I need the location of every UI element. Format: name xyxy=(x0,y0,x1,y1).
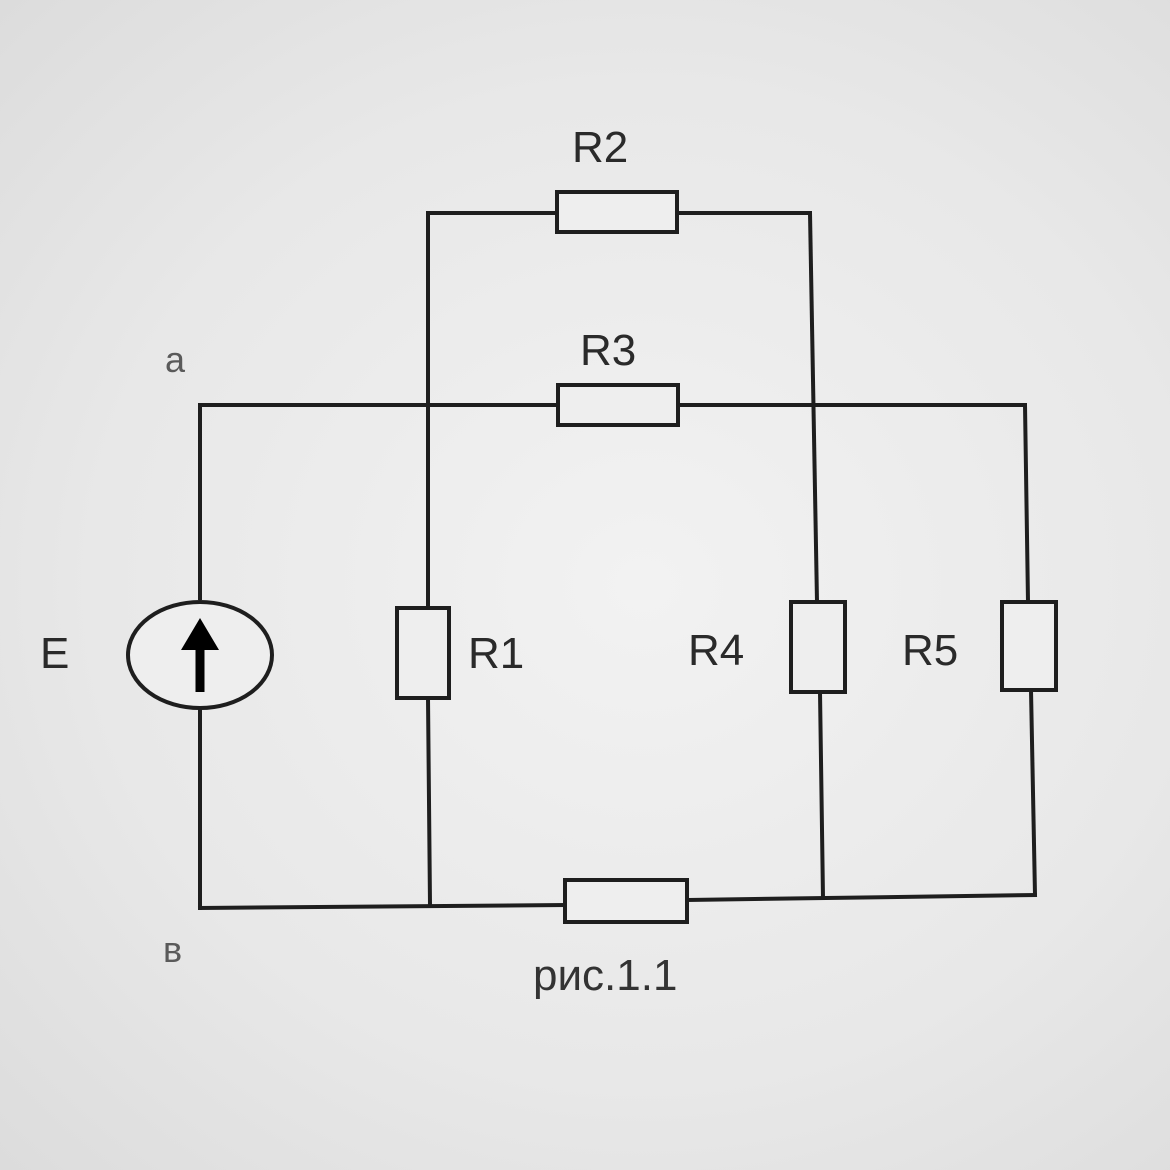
wire-r4-top xyxy=(807,210,820,605)
wire-bottom-rail-right xyxy=(685,892,1038,903)
wire-r4-bottom xyxy=(817,689,826,901)
wire-r5-top xyxy=(1022,402,1031,605)
resistor-r5 xyxy=(1000,600,1058,692)
label-r4: R4 xyxy=(688,626,744,675)
resistor-r3 xyxy=(556,383,680,427)
label-r1: R1 xyxy=(468,629,524,678)
label-source-e: E xyxy=(40,629,69,678)
label-r2: R2 xyxy=(572,123,628,172)
wire-bottom-rail-left xyxy=(197,902,568,911)
label-r3: R3 xyxy=(580,326,636,375)
figure-caption: рис.1.1 xyxy=(533,951,677,1000)
resistor-bottom xyxy=(563,878,689,924)
resistor-r2 xyxy=(555,190,679,234)
label-node-a: a xyxy=(165,339,186,380)
wire-r1-bottom xyxy=(425,695,433,908)
wire-r5-bottom xyxy=(1028,687,1038,898)
label-node-v: в xyxy=(163,929,182,970)
arrow-up-icon xyxy=(181,618,219,692)
resistor-r4 xyxy=(789,600,847,694)
resistor-r1 xyxy=(395,606,451,700)
label-r5: R5 xyxy=(902,626,958,675)
